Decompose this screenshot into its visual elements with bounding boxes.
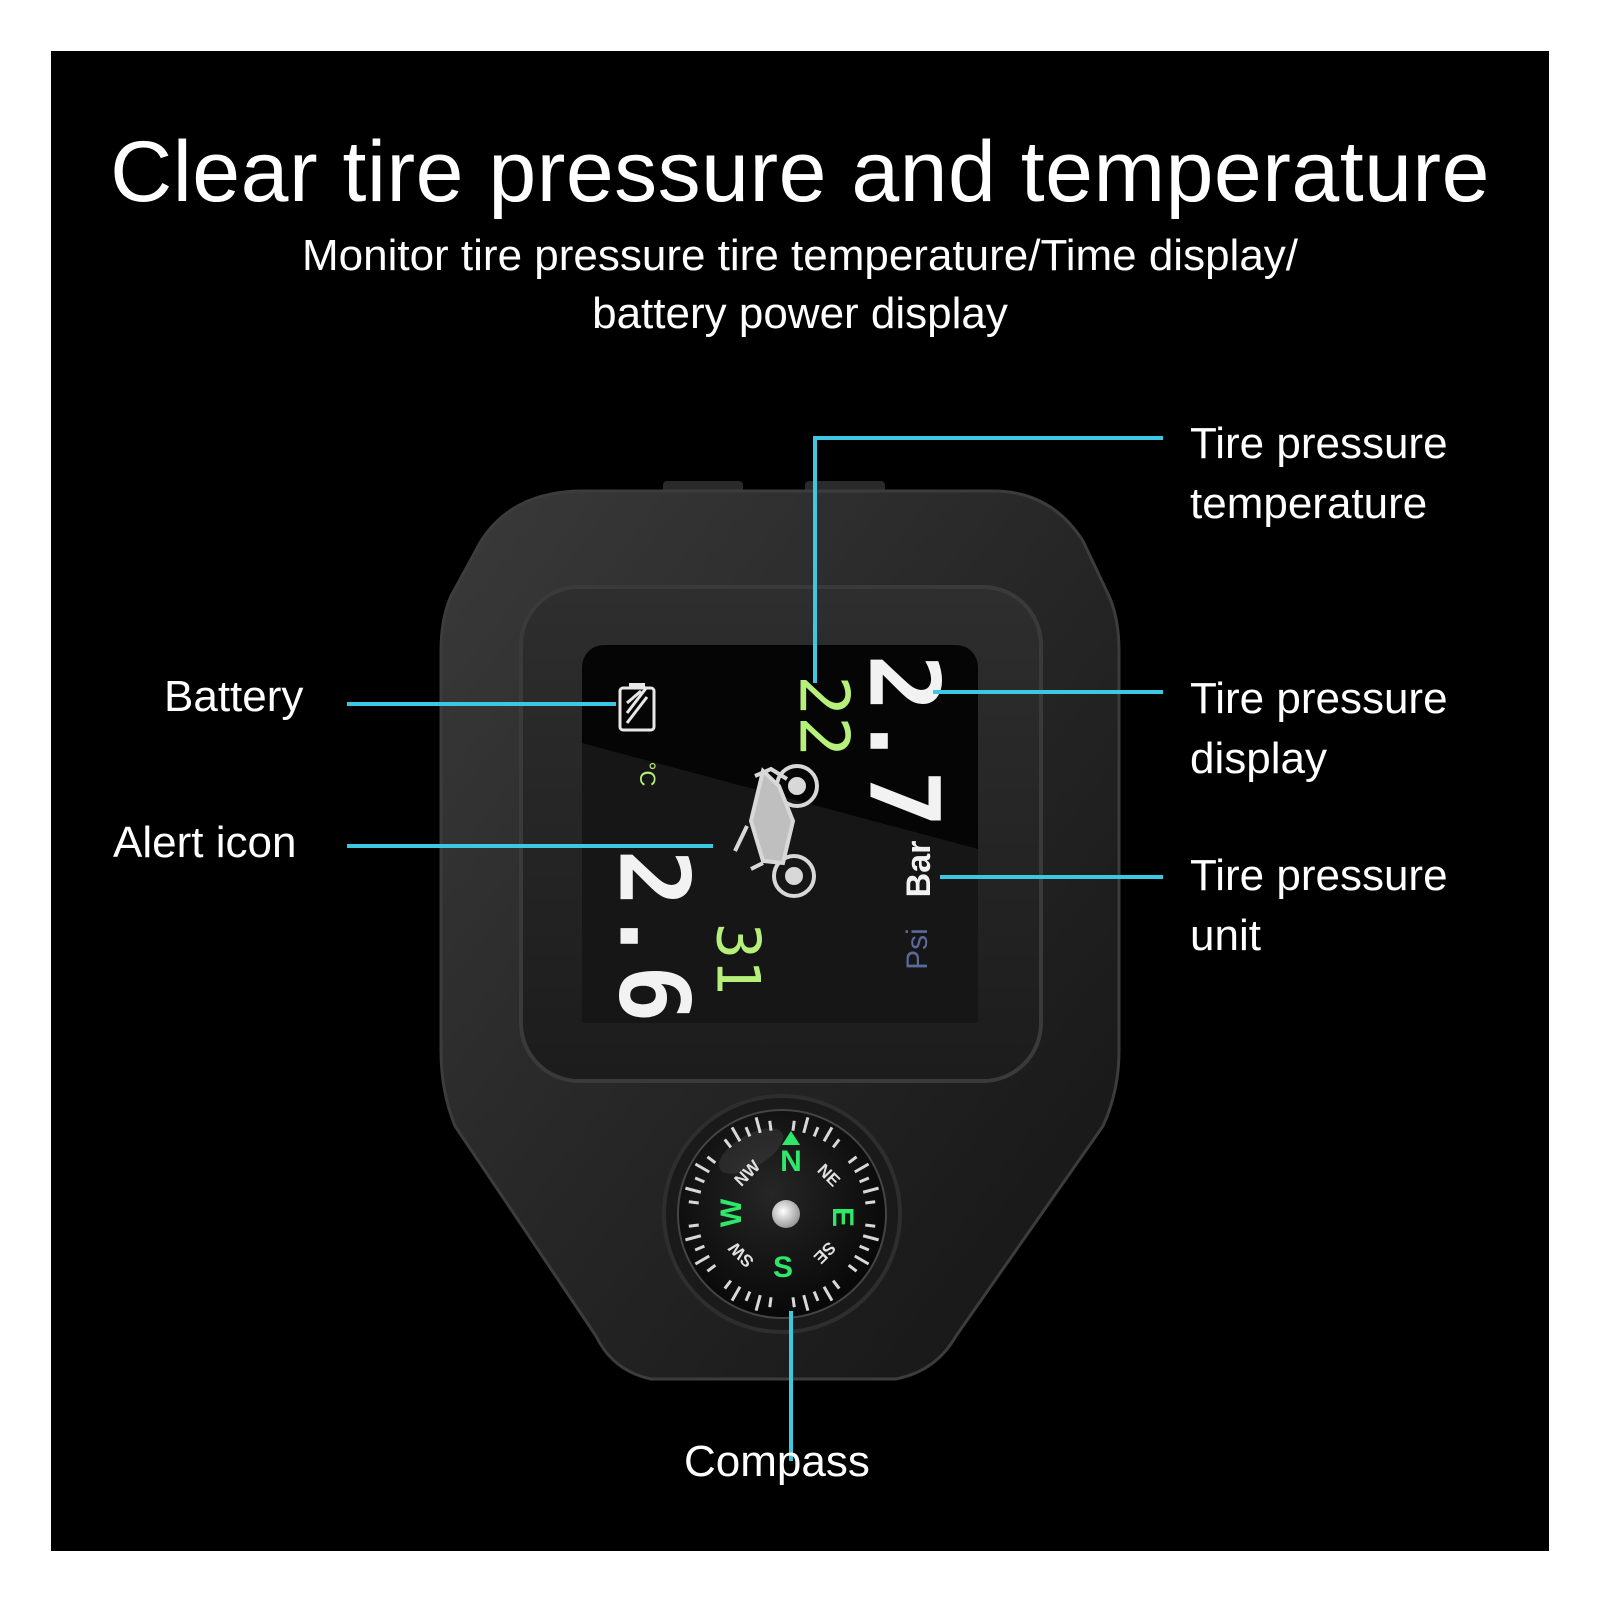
compass-tick: [744, 1291, 752, 1302]
compass-tick: [853, 1254, 870, 1266]
compass-tick: [694, 1244, 705, 1252]
compass-tick: [730, 1126, 742, 1143]
compass-tick: [706, 1155, 717, 1165]
label-line: display: [1190, 734, 1327, 783]
compass-tick: [768, 1120, 773, 1131]
product-panel: Clear tire pressure and temperature Moni…: [51, 51, 1549, 1551]
compass-tick: [822, 1285, 834, 1302]
compass-tick: [847, 1155, 858, 1165]
lcd-front-pressure: 2.7: [848, 654, 960, 827]
label-battery: Battery: [164, 672, 304, 721]
label-line: temperature: [1190, 479, 1428, 528]
label-line: Tire pressure: [1190, 851, 1448, 900]
label-tire-pressure-unit: Tire pressure unit: [1190, 846, 1448, 966]
compass-tick: [730, 1285, 742, 1302]
lcd-unit-psi: Psi: [901, 928, 934, 970]
lcd-front-temperature: 22: [783, 675, 862, 757]
headline: Clear tire pressure and temperature: [110, 124, 1490, 220]
compass-tick: [768, 1297, 773, 1308]
motorcycle-alert-icon: [733, 764, 819, 898]
compass-tick: [706, 1263, 717, 1273]
lcd-unit-bar: Bar: [900, 841, 938, 898]
label-tire-pressure-display: Tire pressure display: [1190, 669, 1448, 789]
compass-tick: [831, 1279, 841, 1290]
compass-tick: [791, 1120, 796, 1131]
compass-tick: [685, 1234, 702, 1242]
compass-w: W: [715, 1198, 748, 1227]
leader-line-temperature: [813, 436, 1163, 683]
compass-tick: [694, 1162, 711, 1174]
compass-tick: [859, 1176, 870, 1184]
compass-tick: [812, 1126, 820, 1137]
compass-tick: [862, 1186, 879, 1194]
compass-tick: [862, 1234, 879, 1242]
compass-tick: [802, 1117, 810, 1134]
compass-pivot: [772, 1200, 800, 1228]
subtitle-line-1: Monitor tire pressure tire temperature/T…: [301, 231, 1299, 280]
compass-tick: [865, 1200, 876, 1205]
label-line: Tire pressure: [1190, 419, 1448, 468]
label-line: Tire pressure: [1190, 674, 1448, 723]
lcd-rear-temperature: 31: [702, 923, 772, 995]
compass: N E S W NE SE SW NW: [662, 1094, 902, 1334]
compass-tick: [859, 1244, 870, 1252]
compass-tick: [791, 1297, 796, 1308]
subtitle-line-2: battery power display: [592, 289, 1008, 338]
compass-tick: [688, 1223, 699, 1228]
compass-tick: [685, 1186, 702, 1194]
battery-icon: [618, 683, 656, 732]
tpms-device-illustration: °C 22 2.7 Bar Psi 2.6 31: [347, 436, 1163, 1461]
compass-tick: [723, 1138, 733, 1149]
compass-tick: [754, 1117, 762, 1134]
compass-n: N: [780, 1145, 802, 1178]
compass-tick: [822, 1126, 834, 1143]
compass-tick: [831, 1138, 841, 1149]
compass-e: E: [826, 1207, 859, 1227]
compass-tick: [754, 1294, 762, 1311]
lcd-rear-pressure: 2.6: [598, 849, 710, 1022]
north-arrow-icon: [782, 1131, 800, 1145]
compass-tick: [694, 1254, 711, 1266]
compass-tick: [723, 1279, 733, 1290]
compass-tick: [744, 1126, 752, 1137]
label-alert-icon: Alert icon: [113, 818, 297, 867]
compass-tick: [812, 1291, 820, 1302]
label-compass: Compass: [684, 1437, 870, 1486]
compass-tick: [688, 1200, 699, 1205]
compass-tick: [802, 1294, 810, 1311]
compass-tick: [847, 1263, 858, 1273]
lcd-celsius-unit: °C: [635, 762, 660, 787]
compass-tick: [865, 1223, 876, 1228]
label-tire-pressure-temperature: Tire pressure temperature: [1190, 414, 1448, 534]
label-line: unit: [1190, 911, 1261, 960]
lcd-shade: [582, 743, 978, 1023]
compass-tick: [853, 1162, 870, 1174]
compass-tick: [694, 1176, 705, 1184]
compass-s: S: [773, 1251, 793, 1284]
